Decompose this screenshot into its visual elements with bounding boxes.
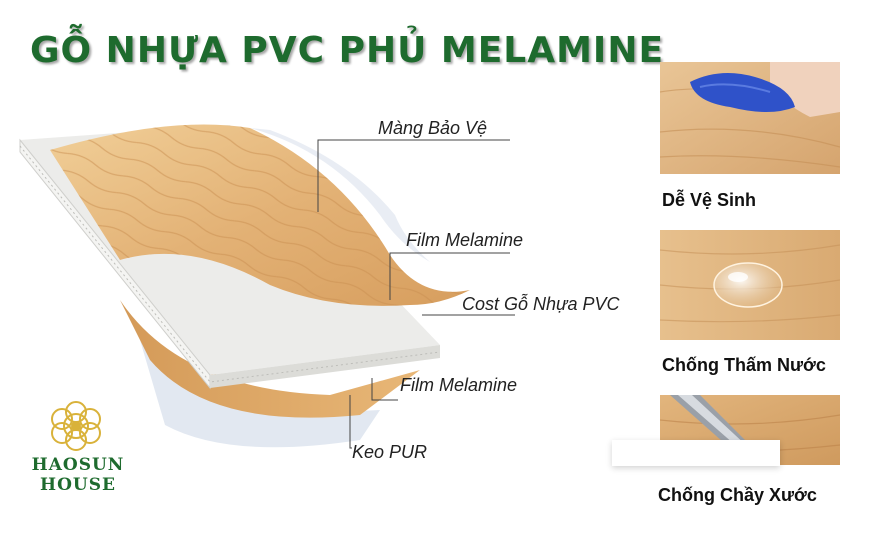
feature-photo-waterproof xyxy=(660,230,840,340)
bottom-protective-film xyxy=(140,340,380,448)
feature-photo-easy-clean xyxy=(660,62,840,174)
white-card-shadow xyxy=(612,440,780,466)
brand-line-1: HAOSUN xyxy=(31,455,125,475)
layer-label-keo-pur: Keo PUR xyxy=(352,442,428,462)
layer-label-melamine-bottom: Film Melamine xyxy=(400,375,518,395)
leader-line-film-bottom xyxy=(371,378,398,401)
page-title: GỖ NHỰA PVC PHỦ MELAMINE xyxy=(30,30,665,71)
pvc-core-edge-front xyxy=(210,345,440,388)
haosun-logo-icon xyxy=(51,401,101,451)
brand-line-2: HOUSE xyxy=(40,475,116,495)
feature-label-scratch-resistant: Chống Chầy Xước xyxy=(658,485,817,505)
leader-line-protective xyxy=(317,139,510,212)
brand-name: HAOSUN HOUSE xyxy=(28,455,128,495)
water-drop-icon xyxy=(660,230,840,340)
feature-label-easy-clean: Dễ Vệ Sinh xyxy=(662,190,757,210)
bottom-melamine-film xyxy=(120,300,420,418)
clear-protective-film xyxy=(250,128,430,262)
leader-line-keo xyxy=(349,395,352,449)
layer-label-melamine-top: Film Melamine xyxy=(406,230,524,250)
layer-label-pvc-core: Cost Gỗ Nhựa PVC xyxy=(462,294,620,314)
feature-label-waterproof: Chống Thấm Nước xyxy=(662,355,826,375)
wiping-cloth-icon xyxy=(660,62,840,174)
leader-line-film-top xyxy=(389,252,510,300)
layer-label-protective-film: Màng Bảo Vệ xyxy=(378,118,488,138)
